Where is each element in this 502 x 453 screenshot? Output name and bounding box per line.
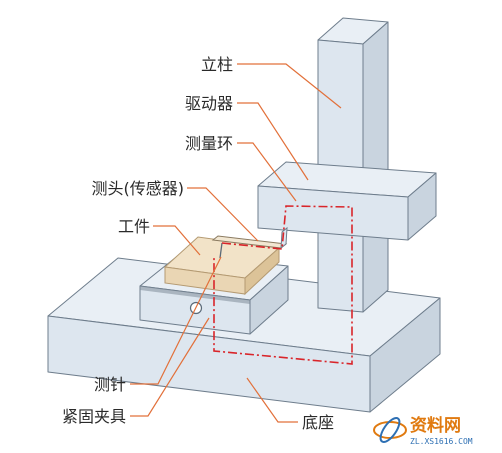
label-workpiece: 工件 [118,217,150,236]
watermark: 资料网 ZL.XS1616.COM [373,415,473,446]
leader-lines [130,63,342,423]
watermark-logo-icon [373,417,407,443]
probe-sensor-leader [187,187,259,242]
driver-leader [237,102,309,181]
measuring-loop-leader [237,142,297,202]
column-leader [237,63,342,109]
label-stylus: 测针 [94,375,126,394]
fixture-leader [130,317,210,417]
watermark-sub-text: ZL.XS1616.COM [410,437,473,446]
stylus-leader [130,256,222,385]
labels: 立柱 驱动器 测量环 测头(传感器) 工件 测针 紧固夹具 底座 [62,55,334,432]
label-driver: 驱动器 [185,94,233,113]
label-fixture: 紧固夹具 [62,407,126,426]
label-measuring-loop: 测量环 [185,134,233,153]
probe-stem [280,226,288,250]
label-base: 底座 [302,413,334,432]
stylus-tip [219,242,223,259]
label-column: 立柱 [201,55,233,74]
workpiece-leader [153,225,201,256]
base-leader [246,377,298,423]
watermark-main-text: 资料网 [410,415,461,436]
measuring-loop-path [213,205,353,365]
label-probe-sensor: 测头(传感器) [92,179,185,198]
probe-assembly [211,226,288,259]
